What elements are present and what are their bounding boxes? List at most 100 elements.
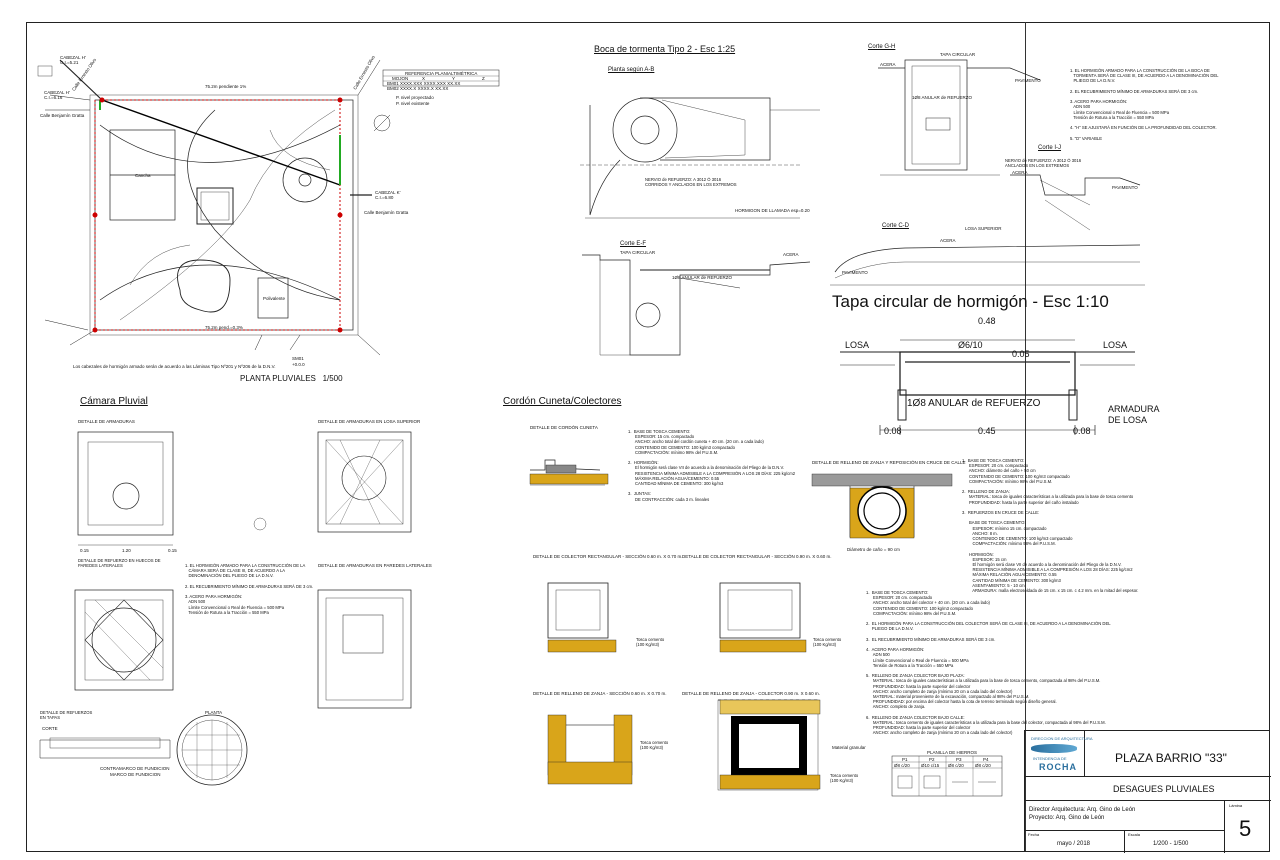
tosca-2: Tosca cemento (100 Kg/m3) [813, 637, 842, 648]
tapa-dim-right: 0.08 [1073, 426, 1091, 436]
cabezal-k-label: CABEZAL K' [375, 190, 401, 195]
planilla-val-2: Ø8 c/20 [948, 763, 964, 768]
colector-black [731, 716, 807, 776]
ref-col-2: Y [452, 76, 456, 81]
ref-row-0: BM01 XXXX.XXX XXXX.XXX XX.XX [387, 81, 461, 86]
fecha-box: Fecha mayo / 2018 [1025, 831, 1125, 853]
det-rect1: DETALLE DE COLECTOR RECTANGULAR - SECCIÓ… [533, 554, 683, 559]
camara-det-huecos: DETALLE DE REFUERZO EN HUECOS DE PAREDES… [78, 558, 161, 569]
camara-dim-2: 0.15 [168, 548, 177, 553]
camara-notes: 1. EL HORMIGÓN ARMADO PARA LA CONSTRUCCI… [185, 563, 314, 615]
escala-box: Escala 1/200 - 1/500 [1125, 831, 1225, 853]
legend-2: P. nivel existente [396, 101, 430, 106]
cabezal-k-cota: C.I.=6.80 [375, 195, 394, 200]
tapa-losa-left: LOSA [845, 340, 870, 350]
corte-gh-label: Corte G-H [868, 44, 896, 50]
camara-planta: PLANTA [205, 710, 223, 715]
det-relleno2: DETALLE DE RELLENO DE ZANJA - COLECTOR 0… [682, 691, 820, 696]
lamina-box: Lámina 5 [1225, 801, 1271, 853]
det-relleno1: DETALLE DE RELLENO DE ZANJA - SECCIÓN 0.… [533, 691, 667, 696]
tapa-fundicion-planta [176, 714, 248, 786]
polivalente-label: Polivalente [263, 296, 286, 301]
director: Director Arquitectura: Arq. Gino de León [1029, 807, 1136, 813]
subject-box: DESAGUES PLUVIALES [1025, 777, 1271, 801]
north-arrow [373, 114, 391, 132]
camara-planta-armaduras [77, 431, 174, 536]
boca-planta-label: Planta según A-B [608, 67, 655, 73]
plaza-perimeter [94, 99, 354, 331]
camara-dim-1: 1.20 [122, 548, 131, 553]
title-block: DIRECCION DE ARQUITECTURA INTENDENCIA DE… [1024, 730, 1271, 853]
polivalente-outline [257, 277, 289, 319]
camara-det-paredes: DETALLE DE ARMADURAS EN PAREDES LATERALE… [318, 563, 432, 568]
corte-ij-label: Corte I-J [1038, 145, 1062, 151]
contramarco: CONTRAMARCO DE FUNDICION [100, 766, 170, 771]
ref-col-0: MOJON [392, 76, 409, 81]
planilla-title: PLANILLA DE HIERROS [927, 750, 978, 755]
legend-1: P. nivel proyectado [396, 95, 434, 100]
drawing-sheet [26, 22, 1270, 852]
pavimento-gh: PAVIMENTO [1015, 78, 1041, 83]
logo-mid: INTENDENCIA DE [1033, 756, 1067, 761]
acera-ef: ACERA [783, 252, 799, 257]
corte-ef-label: Corte E-F [620, 241, 647, 247]
marco: MARCO DE FUNDICION [110, 772, 161, 777]
tapa-circular-label: TAPA CIRCULAR [940, 52, 976, 57]
fecha-label: Fecha [1028, 832, 1040, 837]
logo-bottom: ROCHA [1039, 762, 1077, 772]
camara-title: Cámara Pluvial [80, 396, 148, 407]
ref-row-1: BM02 XXXX.X XXXX.X XX.XX [387, 86, 449, 91]
boca-title: Boca de tormenta Tipo 2 - Esc 1:25 [594, 44, 736, 54]
tapa-losa-right: LOSA [1103, 340, 1128, 350]
nervio-note-2: NERVIO de REFUERZO: A 3012 Ó 3016 ANCLAD… [1005, 158, 1082, 169]
cordon-title: Cordón Cuneta/Colectores [503, 396, 622, 407]
tapa-dim-left: 0.08 [884, 426, 902, 436]
colector-diagonal [101, 99, 341, 186]
det-cordon: DETALLE DE CORDÓN CUNETA [530, 425, 598, 430]
subject: DESAGUES PLUVIALES [1113, 784, 1215, 794]
ref-col-3: Z [482, 76, 485, 81]
material-granular: Material granular [832, 745, 866, 750]
logo-wave-icon [1031, 744, 1077, 753]
tapa-body [899, 351, 1076, 396]
camara-det-losa: DETALLE DE ARMADURAS EN LOSA SUPERIOR [318, 419, 421, 424]
camara-losa-superior [317, 431, 412, 533]
lamina-number: 5 [1239, 816, 1252, 841]
camara-det-armaduras: DETALLE DE ARMADURAS [78, 419, 135, 424]
escala: 1/200 - 1/500 [1153, 841, 1189, 847]
project-box: PLAZA BARRIO "33" [1085, 731, 1271, 777]
anular-ef: 1Ø8 ANULAR de REFUERZO [672, 275, 733, 280]
tosca-3: Tosca cemento (100 Kg/m3) [640, 740, 669, 751]
boca-notes: 1. EL HORMIGÓN ARMADO PARA LA CONSTRUCCI… [1070, 68, 1219, 141]
notes-colector: 1. BASE DE TOSCA CEMENTO: ESPESOR: 20 cm… [866, 590, 1111, 736]
tapa-anular: 1Ø8 ANULAR de REFUERZO [907, 398, 1041, 409]
tapa-top-dim: 0.48 [978, 316, 996, 326]
camara-paredes-laterales [317, 589, 412, 709]
planilla-val-3: Ø8 c/20 [975, 763, 991, 768]
planilla-val-0: Ø8 c/20 [894, 763, 910, 768]
right-border [1025, 22, 1026, 852]
dim-bottom: 75.2m pend.=0.3% [205, 325, 243, 330]
plan-footnote: Los cabezales de hormigón armado serán d… [73, 364, 276, 369]
notes-cordon: 1. BASE DE TOSCA CEMENTO: ESPESOR: 15 cm… [628, 429, 796, 502]
planilla-col-3: P4 [983, 757, 989, 762]
ref-table-frame [382, 69, 500, 87]
camara-dim-0: 0.15 [80, 548, 89, 553]
bm-label: SM01 [292, 356, 304, 361]
fecha: mayo / 2018 [1057, 841, 1091, 847]
tapa-title: Tapa circular de hormigón - Esc 1:10 [832, 292, 1109, 311]
logo-box: DIRECCION DE ARQUITECTURA INTENDENCIA DE… [1025, 731, 1093, 777]
ref-col-1: X [422, 76, 426, 81]
camara-corte: CORTE [42, 726, 58, 731]
pavimento-cd: PAVIMENTO [842, 270, 868, 275]
acera-cd: ACERA [940, 238, 956, 243]
tapa-inner-dim: 0.05 [1012, 349, 1030, 359]
det-relleno-calle: DETALLE DE RELLENO DE ZANJA Y REPOSICIÓN… [812, 460, 966, 465]
losa-superior: LOSA SUPERIOR [965, 226, 1002, 231]
hormigon-llamada: HORMIGON DE LLAMADA esp=0.20 [735, 208, 810, 213]
escala-label: Escala [1128, 832, 1141, 837]
planilla-col-0: P1 [902, 757, 908, 762]
corte-cd-label: Corte C-D [882, 223, 910, 229]
tapa-bar: Ø6/10 [958, 340, 983, 350]
